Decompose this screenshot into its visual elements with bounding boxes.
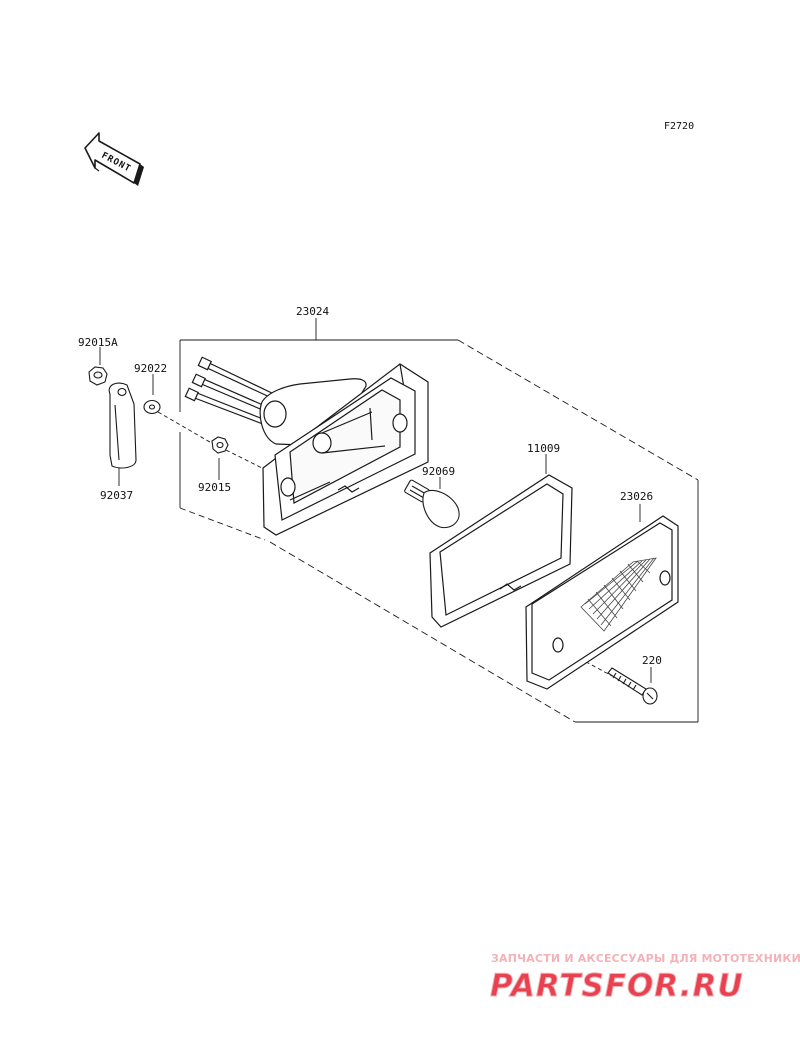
lamp-housing-23024 bbox=[184, 356, 429, 536]
gasket-11009 bbox=[429, 474, 573, 628]
label-11009: 11009 bbox=[527, 442, 560, 455]
assembly-outline bbox=[179, 339, 699, 723]
lens-hatch-pattern bbox=[580, 557, 657, 632]
nut-92015 bbox=[211, 436, 229, 454]
nut-92015a bbox=[88, 366, 108, 386]
figure-code: F2720 bbox=[664, 121, 694, 132]
label-92069: 92069 bbox=[422, 465, 455, 478]
label-92015: 92015 bbox=[198, 481, 231, 494]
watermark-subtitle: ЗАПЧАСТИ И АКСЕССУАРЫ ДЛЯ МОТОТЕХНИКИ bbox=[491, 952, 800, 965]
label-92015a: 92015A bbox=[78, 336, 118, 349]
wire-terminals bbox=[184, 356, 277, 427]
partsfor-watermark: ЗАПЧАСТИ И АКСЕССУАРЫ ДЛЯ МОТОТЕХНИКИ PA… bbox=[490, 952, 800, 1005]
clamp-92037 bbox=[108, 382, 137, 469]
watermark-brand: PARTSFOR.RU bbox=[490, 968, 744, 1004]
front-direction-icon: FRONT bbox=[84, 132, 144, 186]
washer-92022 bbox=[143, 399, 161, 415]
label-23026: 23026 bbox=[620, 490, 653, 503]
label-220: 220 bbox=[642, 654, 662, 667]
label-92037: 92037 bbox=[100, 489, 133, 502]
lens-23026 bbox=[525, 515, 679, 690]
bulb-92069 bbox=[404, 479, 460, 529]
label-92022: 92022 bbox=[134, 362, 167, 375]
screw-220 bbox=[607, 667, 658, 705]
label-23024: 23024 bbox=[296, 305, 329, 318]
